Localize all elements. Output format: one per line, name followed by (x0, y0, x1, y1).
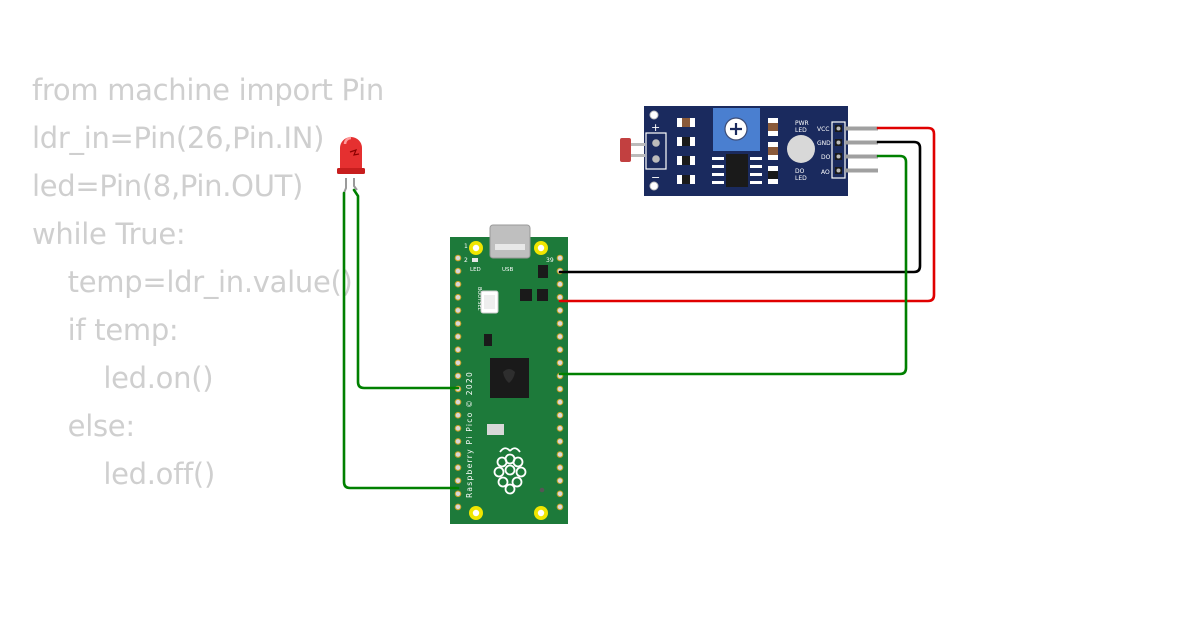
pico-pin-left-14[interactable] (454, 425, 462, 432)
code-line-5: temp=ldr_in.value() (32, 265, 353, 299)
red-led[interactable] (337, 136, 365, 194)
pico-pin-right-14[interactable] (556, 425, 564, 432)
pico-pin-right-4[interactable] (556, 294, 564, 301)
pico-pin-left-5[interactable] (454, 307, 462, 314)
flash-chip-icon (487, 424, 504, 435)
pin-header (831, 121, 846, 179)
pico-pin-left-12[interactable] (454, 398, 462, 406)
pico-pin-left-2[interactable] (454, 267, 462, 275)
pico-pin-right-9[interactable] (556, 359, 564, 367)
led-leg-cathode (343, 178, 347, 194)
mounting-hole-icon (649, 110, 659, 120)
vcc-wire[interactable] (558, 126, 936, 303)
pico-pin-right-17[interactable] (556, 464, 564, 471)
pico-pin-left-10[interactable] (454, 372, 462, 380)
board-name-label: Raspberry Pi Pico © 2020 (465, 371, 474, 498)
pico-pin-right-15[interactable] (556, 438, 564, 445)
vcc-pin-label: VCC (817, 126, 829, 133)
bootsel-label: BOOTSEL (476, 287, 482, 311)
pico-pin-right-11[interactable] (556, 385, 564, 393)
pico-pin-right-1[interactable] (556, 254, 564, 262)
ao-pin-label: AO (821, 169, 830, 176)
pico-pin-left-20[interactable] (454, 503, 462, 511)
pico-pin-left-8[interactable] (454, 346, 462, 354)
pico-pin-right-12[interactable] (556, 398, 564, 406)
led-anode-wire[interactable] (352, 188, 460, 390)
pico-pin-right-20[interactable] (556, 503, 564, 511)
code-line-4: while True: (32, 217, 186, 251)
pico-pin-left-15[interactable] (454, 438, 462, 445)
pico-pin-left-6[interactable] (454, 320, 462, 327)
pico-pin-right-8[interactable] (556, 346, 564, 354)
pico-pin-left-19[interactable] (454, 490, 462, 498)
code-line-3: led=Pin(8,Pin.OUT) (32, 169, 304, 203)
pico-pin-left-17[interactable] (454, 464, 462, 471)
led-label: LED (470, 267, 481, 273)
pico-pin-left-4[interactable] (454, 294, 462, 301)
code-line-2: ldr_in=Pin(26,Pin.IN) (32, 121, 325, 155)
pico-pin-right-19[interactable] (556, 490, 564, 498)
minus-label: − (651, 171, 660, 184)
code-line-7: led.on() (32, 361, 214, 395)
onboard-led-icon (472, 258, 478, 262)
pico-pin-left-9[interactable] (454, 359, 462, 367)
led-body-icon (340, 137, 362, 172)
led-cathode-wire[interactable] (342, 191, 460, 490)
led-leg-anode (353, 178, 358, 191)
comparator-chip-icon (726, 154, 748, 187)
plus-label: + (651, 121, 660, 134)
pico-pin-left-7[interactable] (454, 333, 462, 340)
code-line-8: else: (32, 409, 135, 443)
test-pad-icon (539, 487, 545, 493)
pico-pin-left-18[interactable] (454, 477, 462, 485)
smd-chip-icon (520, 289, 532, 301)
smd-chip-icon (484, 334, 492, 346)
do-pin-label: DO (821, 154, 831, 161)
pico-pin-left-1[interactable] (454, 254, 462, 262)
code-line-6: if temp: (32, 313, 179, 347)
pico-pin-right-7[interactable] (556, 333, 564, 340)
resistor-icons (677, 118, 778, 184)
code-line-1: from machine import Pin (32, 73, 384, 107)
pwr-led-label-1: PWR (795, 120, 809, 127)
pico-pin-right-6[interactable] (556, 320, 564, 327)
do-led-label-1: DO (795, 168, 805, 175)
indicator-led-icon (787, 135, 815, 163)
do-wire[interactable] (558, 154, 908, 376)
pico-pin-right-16[interactable] (556, 451, 564, 458)
gnd-pin-label: GND (817, 140, 831, 147)
usb-label: USB (502, 267, 514, 273)
pico-pin-left-16[interactable] (454, 451, 462, 458)
pico-pin-right-13[interactable] (556, 411, 564, 419)
pico-pin-right-3[interactable] (556, 280, 564, 288)
ldr-sensor-module[interactable]: + − PWR LED DO LED VCC GN (620, 106, 878, 196)
pwr-led-label-2: LED (795, 127, 807, 134)
mounting-hole-icon (649, 181, 659, 191)
pin-1-label: 1 (464, 243, 468, 250)
photoresistor-icon (620, 138, 631, 162)
do-led-label-2: LED (795, 175, 807, 182)
wires (342, 126, 936, 490)
gnd-wire[interactable] (558, 140, 922, 274)
pico-pin-right-18[interactable] (556, 477, 564, 485)
smd-chip-icon (537, 289, 548, 301)
usb-connector-icon (489, 224, 531, 259)
pico-pin-right-5[interactable] (556, 307, 564, 314)
header-pins (845, 126, 878, 173)
pin-2-label: 2 (464, 257, 468, 264)
raspberry-logo-icon (493, 447, 527, 495)
pico-pin-left-13[interactable] (454, 411, 462, 419)
code-line-9: led.off() (32, 457, 215, 491)
pin-39-label: 39 (546, 257, 554, 264)
raspberry-pi-pico[interactable]: 1 2 39 LED USB BOOTSEL Raspberry Pi Pico… (450, 224, 568, 524)
pico-pin-left-3[interactable] (454, 280, 462, 288)
smd-chip-icon (538, 265, 548, 278)
pico-pin-headers (454, 254, 564, 511)
